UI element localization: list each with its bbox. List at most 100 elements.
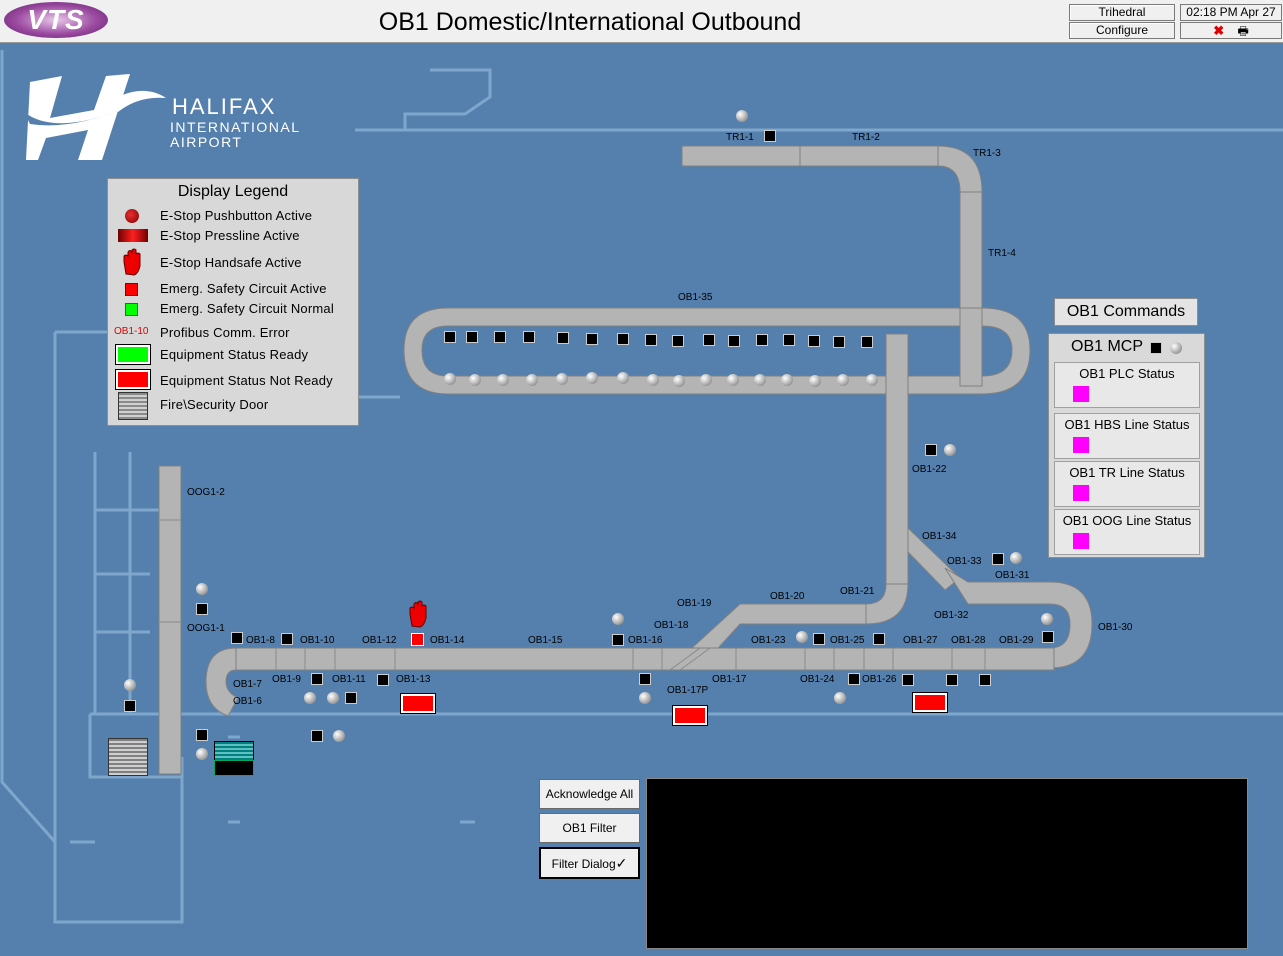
status-square[interactable]: [925, 444, 937, 456]
estop-pushbutton[interactable]: [586, 372, 598, 384]
vts-logo[interactable]: VTS: [4, 2, 108, 38]
legend-title: Display Legend: [177, 183, 289, 200]
legend-item-label: E-Stop Pushbutton Active: [160, 208, 313, 223]
status-square[interactable]: [813, 633, 825, 645]
estop-pushbutton[interactable]: [617, 372, 629, 384]
status-square[interactable]: [992, 553, 1004, 565]
estop-pushbutton[interactable]: [1010, 552, 1022, 564]
status-square[interactable]: [672, 335, 684, 347]
estop-pushbutton[interactable]: [304, 692, 316, 704]
estop-pushbutton[interactable]: [647, 374, 659, 386]
alarm-console[interactable]: [646, 778, 1248, 949]
plc-status-box[interactable]: OB1 PLC Status: [1054, 362, 1200, 408]
status-square[interactable]: [808, 335, 820, 347]
estop-handsafe-icon[interactable]: [406, 600, 430, 628]
status-square[interactable]: [873, 633, 885, 645]
estop-pushbutton[interactable]: [526, 374, 538, 386]
hbs-line-status-box[interactable]: OB1 HBS Line Status: [1054, 413, 1200, 459]
filter-dialog-button[interactable]: Filter Dialog✓: [539, 847, 640, 879]
estop-pushbutton[interactable]: [1041, 613, 1053, 625]
estop-pushbutton[interactable]: [327, 692, 339, 704]
estop-pushbutton[interactable]: [727, 374, 739, 386]
label-ob1-25: OB1-25: [830, 635, 865, 646]
acknowledge-all-button[interactable]: Acknowledge All: [539, 779, 640, 809]
status-square[interactable]: [196, 603, 208, 615]
estop-pushbutton[interactable]: [469, 374, 481, 386]
emergency-circuit-active-indicator[interactable]: [411, 633, 424, 646]
estop-pushbutton[interactable]: [736, 110, 748, 122]
status-square[interactable]: [124, 700, 136, 712]
status-square[interactable]: [756, 334, 768, 346]
status-square[interactable]: [444, 331, 456, 343]
status-square[interactable]: [494, 331, 506, 343]
equipment-status-not-ready[interactable]: [401, 694, 435, 713]
tr-line-status-box[interactable]: OB1 TR Line Status: [1054, 461, 1200, 507]
status-square[interactable]: [848, 673, 860, 685]
status-square[interactable]: [231, 632, 243, 644]
status-square[interactable]: [196, 729, 208, 741]
estop-pushbutton[interactable]: [781, 374, 793, 386]
mcp-status-indicator[interactable]: [1150, 342, 1162, 354]
mcp-pushbutton-icon[interactable]: [1170, 342, 1182, 354]
status-square[interactable]: [311, 730, 323, 742]
ob1-filter-button[interactable]: OB1 Filter: [539, 813, 640, 843]
estop-pushbutton[interactable]: [497, 374, 509, 386]
estop-pushbutton[interactable]: [944, 444, 956, 456]
status-square[interactable]: [557, 332, 569, 344]
equipment-status-not-ready[interactable]: [913, 693, 947, 712]
label-ob1-22: OB1-22: [912, 464, 947, 475]
status-square[interactable]: [946, 674, 958, 686]
status-square[interactable]: [617, 333, 629, 345]
status-square[interactable]: [466, 331, 478, 343]
equipment-status-not-ready[interactable]: [673, 706, 707, 725]
status-square[interactable]: [345, 692, 357, 704]
estop-pushbutton[interactable]: [837, 374, 849, 386]
estop-pushbutton[interactable]: [444, 373, 456, 385]
estop-pushbutton[interactable]: [196, 748, 208, 760]
status-square[interactable]: [783, 334, 795, 346]
status-square[interactable]: [523, 331, 535, 343]
status-square[interactable]: [703, 334, 715, 346]
status-square[interactable]: [979, 674, 991, 686]
status-square[interactable]: [311, 673, 323, 685]
estop-pushbutton[interactable]: [196, 583, 208, 595]
legend-item-label: Profibus Comm. Error: [160, 325, 290, 340]
mcp-label: OB1 MCP: [1071, 338, 1144, 355]
status-square[interactable]: [902, 674, 914, 686]
estop-pushbutton[interactable]: [639, 692, 651, 704]
alarm-mute-icon[interactable]: ✖: [1213, 23, 1225, 38]
estop-pushbutton[interactable]: [809, 375, 821, 387]
estop-pushbutton[interactable]: [754, 374, 766, 386]
status-square[interactable]: [764, 130, 776, 142]
status-square[interactable]: [645, 334, 657, 346]
status-square[interactable]: [586, 333, 598, 345]
configure-button[interactable]: Configure: [1069, 22, 1175, 39]
status-square[interactable]: [861, 336, 873, 348]
oog-scanner-icon[interactable]: [214, 741, 254, 761]
status-square[interactable]: [281, 633, 293, 645]
status-square[interactable]: [377, 674, 389, 686]
plc-status-indicator: [1073, 386, 1089, 402]
estop-pushbutton[interactable]: [612, 613, 624, 625]
server-button[interactable]: Trihedral: [1069, 4, 1175, 21]
status-square[interactable]: [612, 634, 624, 646]
oog-line-status-box[interactable]: OB1 OOG Line Status: [1054, 509, 1200, 555]
conveyor-ob1-7: [205, 647, 239, 717]
estop-pushbutton[interactable]: [556, 373, 568, 385]
status-square[interactable]: [1042, 631, 1054, 643]
estop-pushbutton[interactable]: [673, 375, 685, 387]
estop-pushbutton[interactable]: [834, 692, 846, 704]
estop-pushbutton[interactable]: [124, 679, 136, 691]
printer-icon[interactable]: 🖶: [1237, 24, 1249, 38]
estop-pushbutton[interactable]: [866, 374, 878, 386]
label-ob1-30: OB1-30: [1098, 622, 1133, 633]
label-ob1-10: OB1-10: [300, 635, 335, 646]
status-square[interactable]: [639, 673, 651, 685]
status-square[interactable]: [833, 336, 845, 348]
fire-security-door-icon[interactable]: [108, 738, 148, 776]
estop-pushbutton[interactable]: [700, 374, 712, 386]
estop-pushbutton[interactable]: [333, 730, 345, 742]
label-tr1-4: TR1-4: [988, 248, 1016, 259]
estop-pushbutton[interactable]: [796, 631, 808, 643]
status-square[interactable]: [728, 335, 740, 347]
